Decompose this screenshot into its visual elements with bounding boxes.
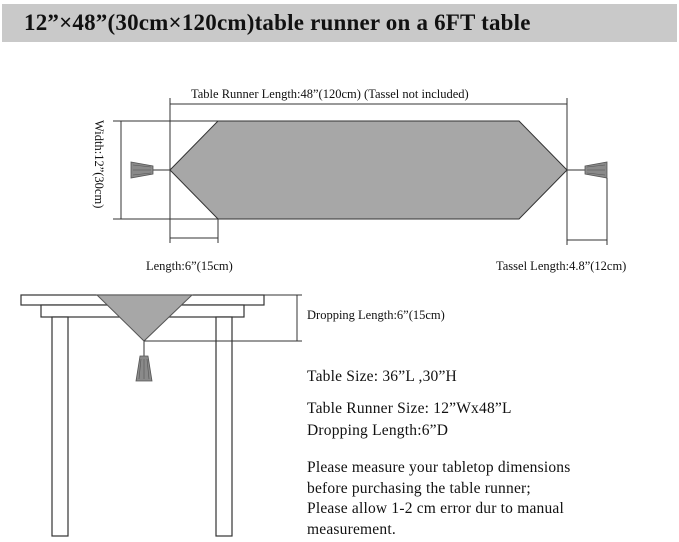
left-tassel-icon <box>130 161 170 179</box>
note-line-2: before purchasing the table runner; <box>307 480 531 497</box>
dropping-length-label: Dropping Length:6”(15cm) <box>307 308 445 322</box>
runner-drop <box>95 294 194 342</box>
tip-length-label: Length:6”(15cm) <box>146 259 233 273</box>
width-dimension <box>113 120 218 220</box>
tassel-length-label: Tassel Length:4.8”(12cm) <box>496 259 627 273</box>
title-banner: 12”×48”(30cm×120cm)table runner on a 6FT… <box>2 4 677 42</box>
note-line-1: Please measure your tabletop dimensions <box>307 459 571 476</box>
dropping-dimension <box>144 294 302 342</box>
runner-top-view <box>113 98 608 245</box>
right-tassel-icon <box>567 161 608 179</box>
runner-size-text: Table Runner Size: 12”Wx48”L <box>307 400 512 417</box>
runner-length-label: Table Runner Length:48”(120cm) (Tassel n… <box>191 87 469 101</box>
drop-tassel-icon <box>135 341 153 382</box>
width-label: Width:12”(30cm) <box>92 120 106 209</box>
note-line-3: Please allow 1-2 cm error dur to manual <box>307 500 565 517</box>
table-size-text: Table Size: 36”L ,30”H <box>307 368 457 385</box>
table-leg-left <box>51 316 69 537</box>
runner-shape <box>169 120 568 220</box>
table-side-view <box>20 294 302 537</box>
tassel-length-dimension <box>566 170 608 245</box>
tip-length-dimension <box>169 170 219 243</box>
note-line-4: measurement. <box>307 521 396 538</box>
dropping-text: Dropping Length:6”D <box>307 422 449 439</box>
length-dimension <box>169 98 568 170</box>
table-leg-right <box>215 316 233 537</box>
page-title: 12”×48”(30cm×120cm)table runner on a 6FT… <box>24 10 531 35</box>
